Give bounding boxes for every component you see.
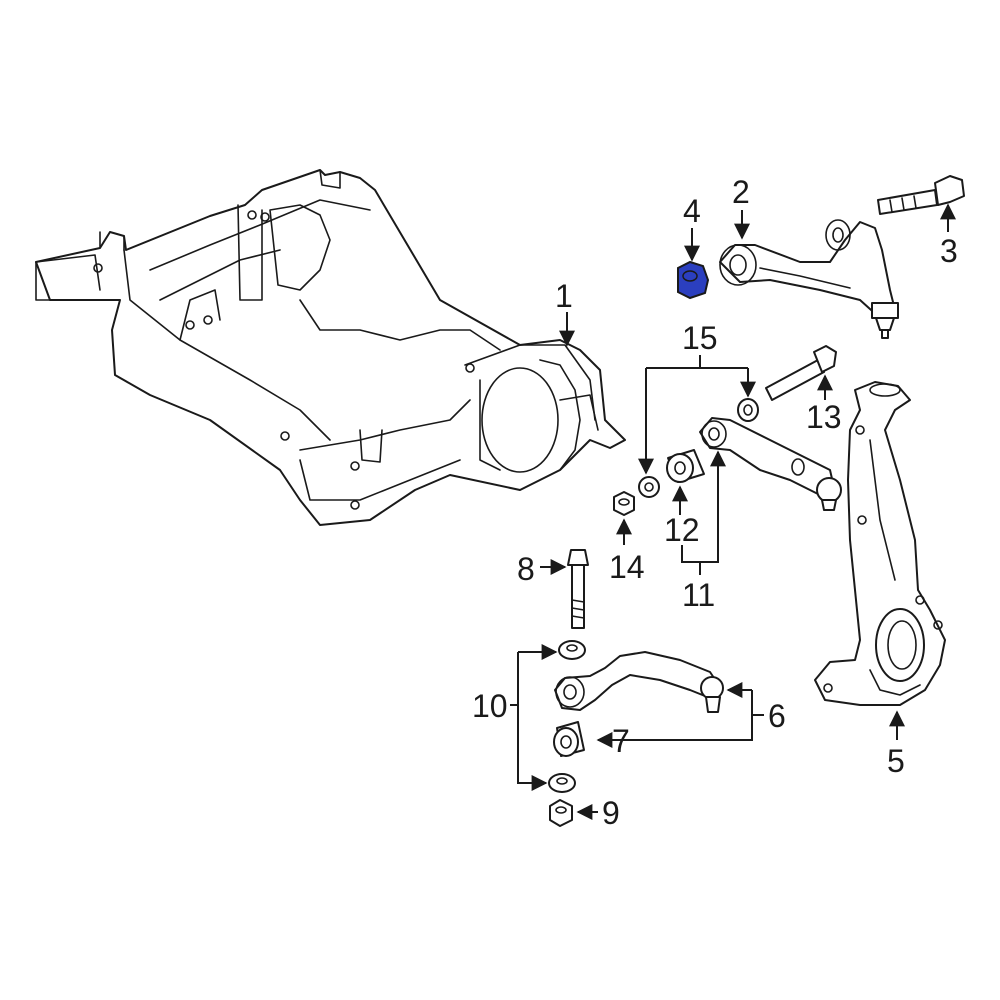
callout-8: 8 [517,551,535,587]
callout-labels: 1 2 3 4 5 6 7 8 9 10 11 12 13 14 15 [472,174,958,831]
bushing-part-12[interactable] [666,449,705,483]
callout-11: 11 [682,577,715,613]
callout-12: 12 [664,512,700,548]
callout-10: 10 [472,688,508,724]
bolt-part-3[interactable] [877,175,965,215]
bushing-part-7[interactable] [553,721,585,757]
lower-arm-part-11[interactable] [699,417,842,511]
washer-part-10-upper[interactable] [558,640,586,660]
upper-control-arm-part[interactable] [719,219,899,339]
callout-5: 5 [887,743,905,779]
nut-part-4-highlighted[interactable] [677,260,710,300]
lower-arm-part-6[interactable] [554,651,724,713]
subframe-part[interactable] [35,169,626,526]
callout-9: 9 [602,795,620,831]
callout-14: 14 [609,549,645,585]
callout-15: 15 [682,320,718,356]
washer-part-15-lower[interactable] [638,476,660,498]
bolt-part-8[interactable] [567,549,589,629]
washer-part-15-upper[interactable] [737,398,759,422]
washer-part-10-lower[interactable] [548,773,576,793]
callout-13: 13 [806,399,842,435]
steering-knuckle-part-5[interactable] [814,381,946,706]
callout-1: 1 [555,278,573,314]
bolt-part-13[interactable] [765,345,837,401]
callout-7: 7 [612,723,630,759]
leader-lines [510,203,956,820]
callout-4: 4 [683,193,701,229]
nut-part-9[interactable] [549,799,573,827]
callout-2: 2 [732,174,750,210]
nut-part-14[interactable] [613,491,635,516]
callout-6: 6 [768,698,786,734]
callout-3: 3 [940,233,958,269]
